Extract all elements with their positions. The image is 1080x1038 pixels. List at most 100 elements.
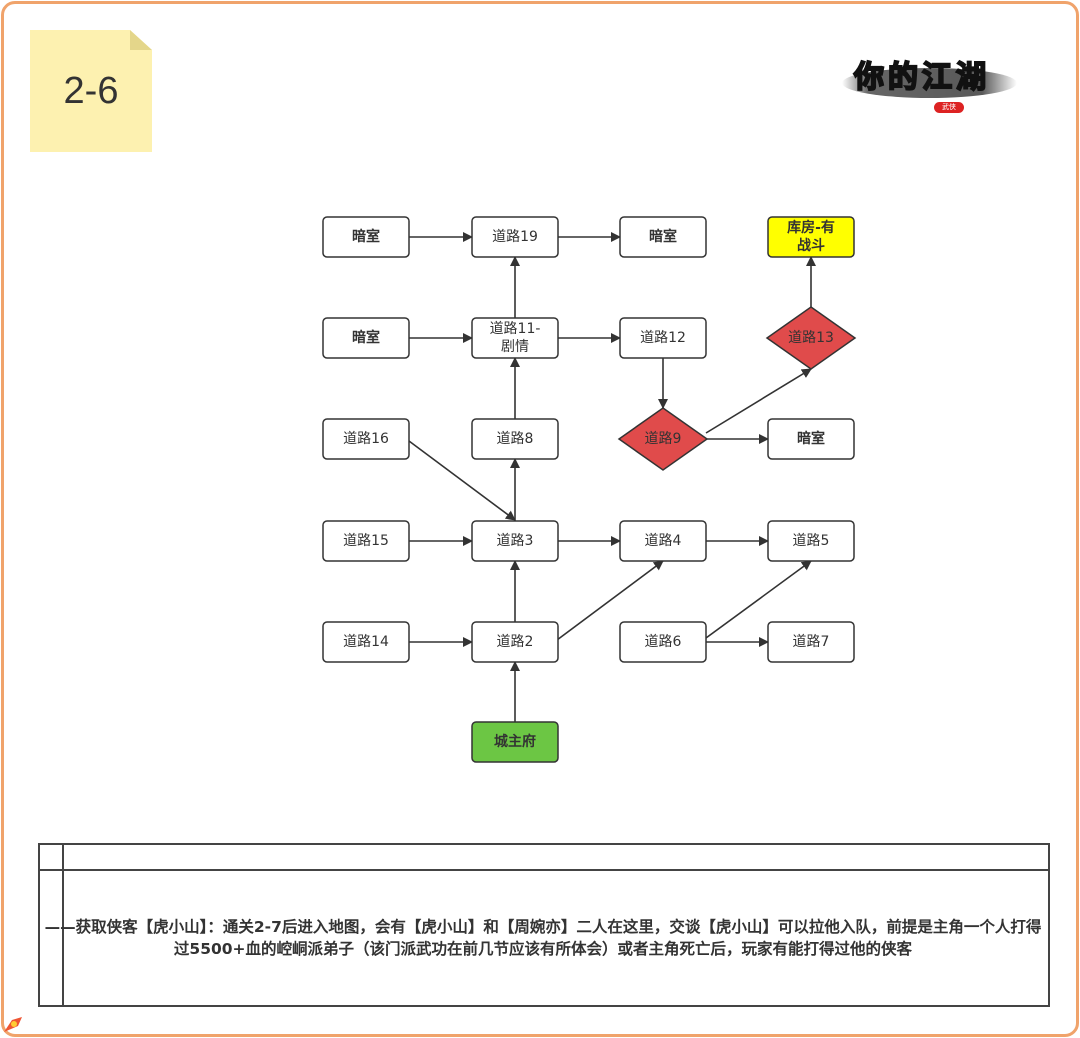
node-box (322, 520, 410, 562)
node-ans2: 暗室 (619, 216, 707, 258)
node-ans4: 暗室 (767, 418, 855, 460)
node-box (619, 317, 707, 359)
node-r19: 道路19 (471, 216, 559, 258)
node-label: 库房-有 战斗 (787, 220, 835, 254)
node-label: 城主府 (494, 734, 536, 750)
node-label: 道路7 (792, 634, 830, 650)
hero-acquisition-note: ——获取侠客【虎小山】：通关2-7后进入地图，会有【虎小山】和【周婉亦】二人在这… (44, 918, 1042, 958)
node-r8: 道路8 (471, 418, 559, 460)
node-r5: 道路5 (767, 520, 855, 562)
node-label-box: 道路6 (644, 634, 682, 650)
logo-brush (842, 68, 1017, 98)
node-label-box: 道路19 (492, 229, 538, 245)
node-r15: 道路15 (322, 520, 410, 562)
node-box (322, 621, 410, 663)
node-r9: 道路9 (617, 407, 709, 471)
node-box (619, 216, 707, 258)
node-label-box: 道路3 (496, 533, 534, 549)
node-box (767, 418, 855, 460)
node-box (322, 418, 410, 460)
node-label-box: 暗室 (352, 229, 380, 245)
mascot-icon (4, 1017, 22, 1032)
node-label: 暗室 (649, 229, 677, 245)
table-cell: ——获取侠客【虎小山】：通关2-7后进入地图，会有【虎小山】和【周婉亦】二人在这… (45, 871, 1048, 1005)
node-box (471, 621, 559, 663)
node-label: 道路11- 剧情 (489, 321, 541, 355)
edge-r6-to-r5 (705, 560, 812, 639)
node-label: 暗室 (352, 229, 380, 245)
node-r4: 道路4 (619, 520, 707, 562)
node-label: 道路5 (792, 533, 830, 549)
node-box (767, 621, 855, 663)
node-r7: 道路7 (767, 621, 855, 663)
node-label-box: 暗室 (797, 431, 825, 447)
node-r2: 道路2 (471, 621, 559, 663)
node-label: 道路9 (644, 431, 682, 447)
node-label-box: 道路5 (792, 533, 830, 549)
node-label: 暗室 (797, 431, 825, 447)
node-label: 道路2 (496, 634, 534, 650)
node-box (619, 520, 707, 562)
node-label: 道路3 (496, 533, 534, 549)
node-label: 道路4 (644, 533, 682, 549)
node-label-box: 道路12 (640, 330, 686, 346)
logo-badge: 武侠 (934, 102, 964, 113)
decision-diamond (765, 306, 857, 370)
node-label: 道路14 (343, 634, 389, 650)
node-label: 道路15 (343, 533, 389, 549)
node-label-box: 道路7 (792, 634, 830, 650)
node-label-box: 暗室 (649, 229, 677, 245)
node-label-box: 道路9 (644, 431, 682, 447)
node-label: 道路8 (496, 431, 534, 447)
table-index-column (62, 845, 64, 1005)
info-table: ——获取侠客【虎小山】：通关2-7后进入地图，会有【虎小山】和【周婉亦】二人在这… (38, 843, 1050, 1007)
logo-text: 你的江湖 (853, 59, 990, 96)
node-r16: 道路16 (322, 418, 410, 460)
node-store: 库房-有 战斗 (767, 216, 855, 258)
decision-diamond (617, 407, 709, 471)
node-box (471, 216, 559, 258)
node-box (619, 621, 707, 663)
node-label: 道路19 (492, 229, 538, 245)
sticky-note (30, 30, 152, 152)
level-label: 2-6 (63, 69, 119, 112)
node-r11: 道路11- 剧情 (471, 317, 559, 359)
node-label: 暗室 (352, 330, 380, 346)
node-label-box: 道路13 (788, 330, 834, 346)
node-ans1: 暗室 (322, 216, 410, 258)
node-r12: 道路12 (619, 317, 707, 359)
node-label-box: 暗室 (352, 330, 380, 346)
node-box (767, 520, 855, 562)
node-label: 道路16 (343, 431, 389, 447)
node-r13: 道路13 (765, 306, 857, 370)
node-box (471, 317, 559, 359)
node-label: 道路6 (644, 634, 682, 650)
node-r6: 道路6 (619, 621, 707, 663)
node-label: 道路12 (640, 330, 686, 346)
node-label-box: 道路4 (644, 533, 682, 549)
node-label-box: 城主府 (494, 734, 536, 750)
node-box (322, 216, 410, 258)
node-label: 道路13 (788, 330, 834, 346)
node-label-box: 道路14 (343, 634, 389, 650)
node-label-box: 库房-有 战斗 (787, 220, 835, 254)
node-box (471, 721, 559, 763)
edge-r2-to-r4 (556, 560, 664, 641)
node-ans3: 暗室 (322, 317, 410, 359)
node-box (471, 520, 559, 562)
node-r14: 道路14 (322, 621, 410, 663)
node-label-box: 道路16 (343, 431, 389, 447)
node-label-box: 道路2 (496, 634, 534, 650)
node-label-box: 道路11- 剧情 (489, 321, 541, 355)
node-label-box: 道路15 (343, 533, 389, 549)
node-r3: 道路3 (471, 520, 559, 562)
game-logo: 你的江湖 武侠 (842, 58, 1017, 124)
node-box (322, 317, 410, 359)
node-box (767, 216, 855, 258)
edge-r9-to-r13 (705, 368, 812, 434)
node-city: 城主府 (471, 721, 559, 763)
node-label-box: 道路8 (496, 431, 534, 447)
table-header-row (40, 845, 1048, 871)
